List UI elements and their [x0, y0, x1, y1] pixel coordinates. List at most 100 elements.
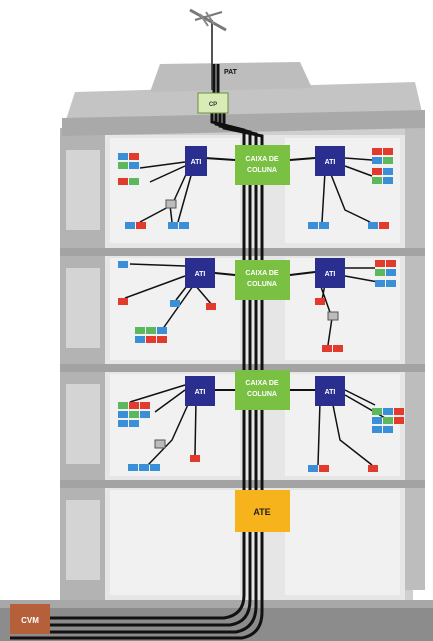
outlet-red	[368, 465, 378, 472]
outlet-blue	[168, 222, 178, 229]
caixa-label-line1: CAIXA DE	[245, 270, 279, 277]
outlet-blue	[118, 420, 128, 427]
outlet-blue	[386, 280, 396, 287]
outlet-green	[118, 162, 128, 169]
ate-label: ATE	[253, 507, 270, 517]
ati-label: ATI	[325, 389, 336, 396]
outlet-red	[375, 260, 385, 267]
window-left-4	[66, 500, 100, 580]
feeder-cables	[204, 157, 316, 391]
outlet-red	[129, 402, 139, 409]
outlet-red	[372, 168, 382, 175]
caixa-label-line2: COLUNA	[247, 281, 277, 288]
outlet-red	[118, 298, 128, 305]
room-f2-left	[110, 258, 240, 360]
roof-top-block	[150, 62, 312, 92]
outlet-blue	[308, 222, 318, 229]
room-ground-right	[285, 490, 400, 595]
outlet-green	[146, 327, 156, 334]
ati-label: ATI	[195, 389, 206, 396]
outlet-blue	[150, 464, 160, 471]
outlet-blue	[118, 153, 128, 160]
ati-box	[185, 146, 207, 176]
antenna-icon	[189, 8, 227, 90]
outlet-green	[372, 408, 382, 415]
roof-edge	[62, 110, 425, 136]
junction-box	[165, 199, 177, 209]
outlet-red	[129, 153, 139, 160]
ati-box	[315, 376, 345, 406]
outlet-red	[386, 260, 396, 267]
room-ground-left	[110, 490, 240, 595]
outlet-red	[394, 408, 404, 415]
caixa-de-coluna-f1: CAIXA DE COLUNA	[235, 370, 290, 410]
outlet-green	[383, 157, 393, 164]
ground-edge	[0, 600, 433, 608]
outlet-blue	[140, 411, 150, 418]
pat-label: PAT	[224, 69, 238, 76]
outlet-blue	[383, 426, 393, 433]
caixa-de-coluna-f2: CAIXA DE COLUNA	[235, 260, 290, 300]
outlet-blue	[372, 426, 382, 433]
outlet-green	[129, 411, 139, 418]
outlet-red	[394, 417, 404, 424]
ati-box	[315, 258, 345, 288]
outlet-blue	[308, 465, 318, 472]
ati-box	[315, 146, 345, 176]
outlet-red	[372, 148, 382, 155]
outlet-red	[379, 222, 389, 229]
outlet-red	[140, 402, 150, 409]
outlet-blue	[118, 261, 128, 268]
outlet-red	[118, 178, 128, 185]
outlet-blue	[157, 327, 167, 334]
ati-box	[185, 258, 215, 288]
outlet-red	[333, 345, 343, 352]
outlet-blue	[372, 157, 382, 164]
cp-box	[197, 92, 229, 114]
outlet-blue	[139, 464, 149, 471]
outlet-blue	[170, 300, 180, 307]
window-left-2	[66, 268, 100, 348]
outlet-green	[375, 269, 385, 276]
junction-box	[154, 439, 166, 449]
outlet-red	[146, 336, 156, 343]
outlet-blue	[368, 222, 378, 229]
outlet-green	[372, 177, 382, 184]
ati-label: ATI	[191, 159, 202, 166]
outlet-green	[383, 417, 393, 424]
outlet-blue	[129, 162, 139, 169]
outlet-red	[315, 298, 325, 305]
outlet-red	[190, 455, 200, 462]
ate-box	[235, 490, 290, 532]
outlets-floor1	[118, 402, 404, 472]
caixa-de-coluna-f3: CAIXA DE COLUNA	[235, 145, 290, 185]
outlet-blue	[383, 177, 393, 184]
outlet-blue	[386, 269, 396, 276]
outlet-blue	[128, 464, 138, 471]
ati-label: ATI	[325, 159, 336, 166]
caixa-label-line2: COLUNA	[247, 391, 277, 398]
outlet-blue	[375, 280, 385, 287]
cp-label: CP	[209, 102, 217, 108]
outlet-red	[136, 222, 146, 229]
outlet-blue	[179, 222, 189, 229]
outlet-blue	[383, 408, 393, 415]
outlet-red	[319, 465, 329, 472]
outlet-red	[383, 148, 393, 155]
caixa-label-line1: CAIXA DE	[245, 156, 279, 163]
cvm-label: CVM	[21, 616, 39, 625]
outlets-floor2	[118, 260, 396, 352]
outlet-red	[157, 336, 167, 343]
outlet-green	[135, 327, 145, 334]
cvm-box	[10, 604, 50, 634]
outlet-blue	[383, 168, 393, 175]
building-right-wall	[405, 120, 425, 590]
ati-label: ATI	[195, 271, 206, 278]
outlets-floor3	[118, 148, 393, 229]
outlet-blue	[125, 222, 135, 229]
outlet-red	[206, 303, 216, 310]
floor3-distribution	[139, 157, 373, 223]
outlet-blue	[372, 417, 382, 424]
